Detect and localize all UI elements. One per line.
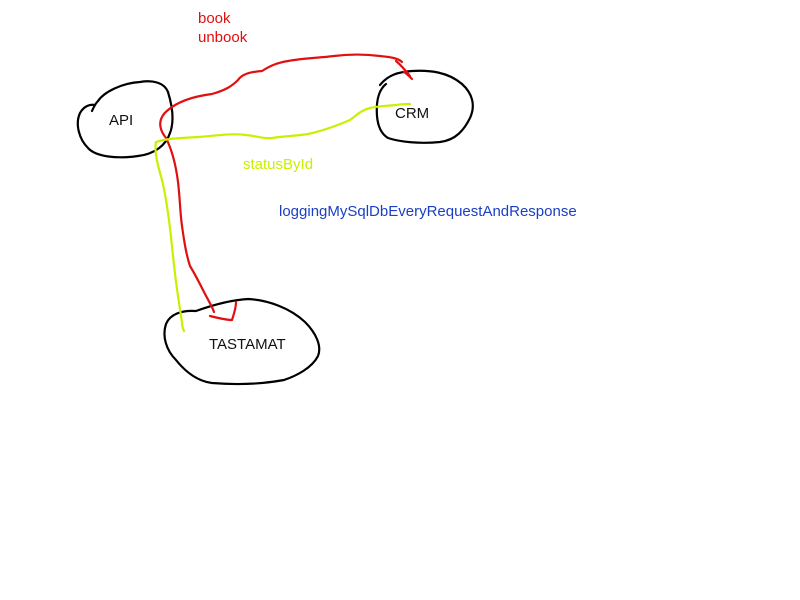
edge-green-api-tastamat (154, 140, 186, 333)
edge-red: book unbook (159, 10, 414, 322)
node-tastamat: TASTAMAT (163, 297, 321, 386)
edge-red-api-tastamat (164, 136, 216, 314)
edge-green-api-crm (154, 102, 412, 144)
node-tastamat-label: TASTAMAT (209, 336, 286, 353)
edge-red-crm-arrow (394, 59, 414, 81)
edge-red-api-crm (159, 53, 404, 140)
edge-red-label-book: book (198, 10, 231, 27)
node-tastamat-outline (163, 297, 321, 386)
edge-red-label-unbook: unbook (198, 29, 248, 46)
edge-red-tastamat-arrow (208, 300, 238, 322)
edge-green-label: statusById (243, 156, 313, 173)
node-crm: CRM (375, 69, 474, 144)
node-api-outline (76, 80, 174, 159)
node-crm-label: CRM (395, 105, 429, 122)
logging-annotation: loggingMySqlDbEveryRequestAndResponse (279, 203, 577, 220)
edge-green: statusById (154, 102, 412, 333)
node-api: API (76, 80, 174, 159)
node-api-label: API (109, 112, 133, 129)
